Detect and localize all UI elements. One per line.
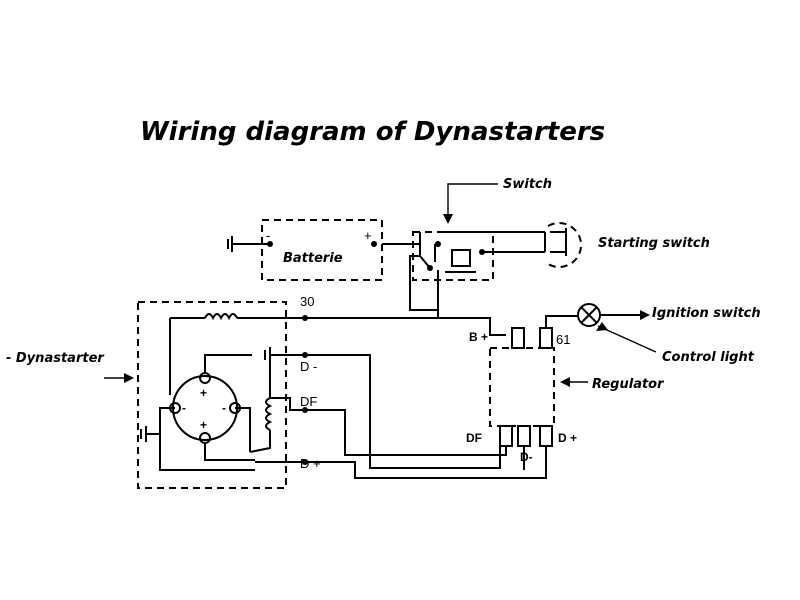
regulator-d-plus-label: D + <box>558 431 577 445</box>
svg-text:+: + <box>200 418 207 432</box>
series-field-coil <box>170 313 305 321</box>
regulator-61-label: 61 <box>556 332 570 347</box>
battery-ground-symbol <box>227 236 270 252</box>
d-minus-ground-symbol <box>264 347 305 363</box>
battery-outline <box>261 219 383 281</box>
regulator-label: Regulator <box>592 377 665 392</box>
dynastarter: + - - + <box>137 301 287 489</box>
svg-text:-: - <box>222 401 226 415</box>
starting-switch-label: Starting switch <box>598 236 710 251</box>
svg-text:+: + <box>200 386 207 400</box>
terminal-df-label: DF <box>300 394 317 409</box>
control-light-label: Control light <box>662 350 755 365</box>
battery-minus-label: - <box>266 228 270 243</box>
battery: Batterie - + <box>261 219 383 281</box>
terminal-30-label: 30 <box>300 294 314 309</box>
ignition-switch-label: Ignition switch <box>652 306 761 321</box>
wire-switch-loop <box>409 255 438 311</box>
starting-switch <box>438 222 583 268</box>
regulator <box>489 327 555 447</box>
switch-label: Switch <box>503 177 552 192</box>
switch-pointer <box>447 183 498 218</box>
regulator-d-minus-label: D- <box>520 450 533 464</box>
wire-d-plus <box>305 446 547 479</box>
diagram-title: Wiring diagram of Dynastarters <box>140 117 605 147</box>
regulator-b-plus-label: B + <box>469 330 488 344</box>
terminal-d-plus-label: D + <box>300 456 321 471</box>
wire-30-to-b-plus <box>305 317 506 336</box>
terminal-d-minus-label: D - <box>300 359 317 374</box>
wire-df <box>305 409 507 456</box>
regulator-df-label: DF <box>466 431 482 445</box>
wire-d-minus <box>305 354 501 469</box>
battery-plus-label: + <box>364 228 372 243</box>
control-light-lamp <box>577 303 601 327</box>
wire-61-to-lamp <box>545 315 578 328</box>
battery-label: Batterie <box>283 251 343 266</box>
dynastarter-ground-symbol <box>140 426 160 442</box>
svg-text:-: - <box>182 401 186 415</box>
dynastarter-label: - Dynastarter <box>6 351 105 366</box>
shunt-field-coil <box>249 360 305 453</box>
